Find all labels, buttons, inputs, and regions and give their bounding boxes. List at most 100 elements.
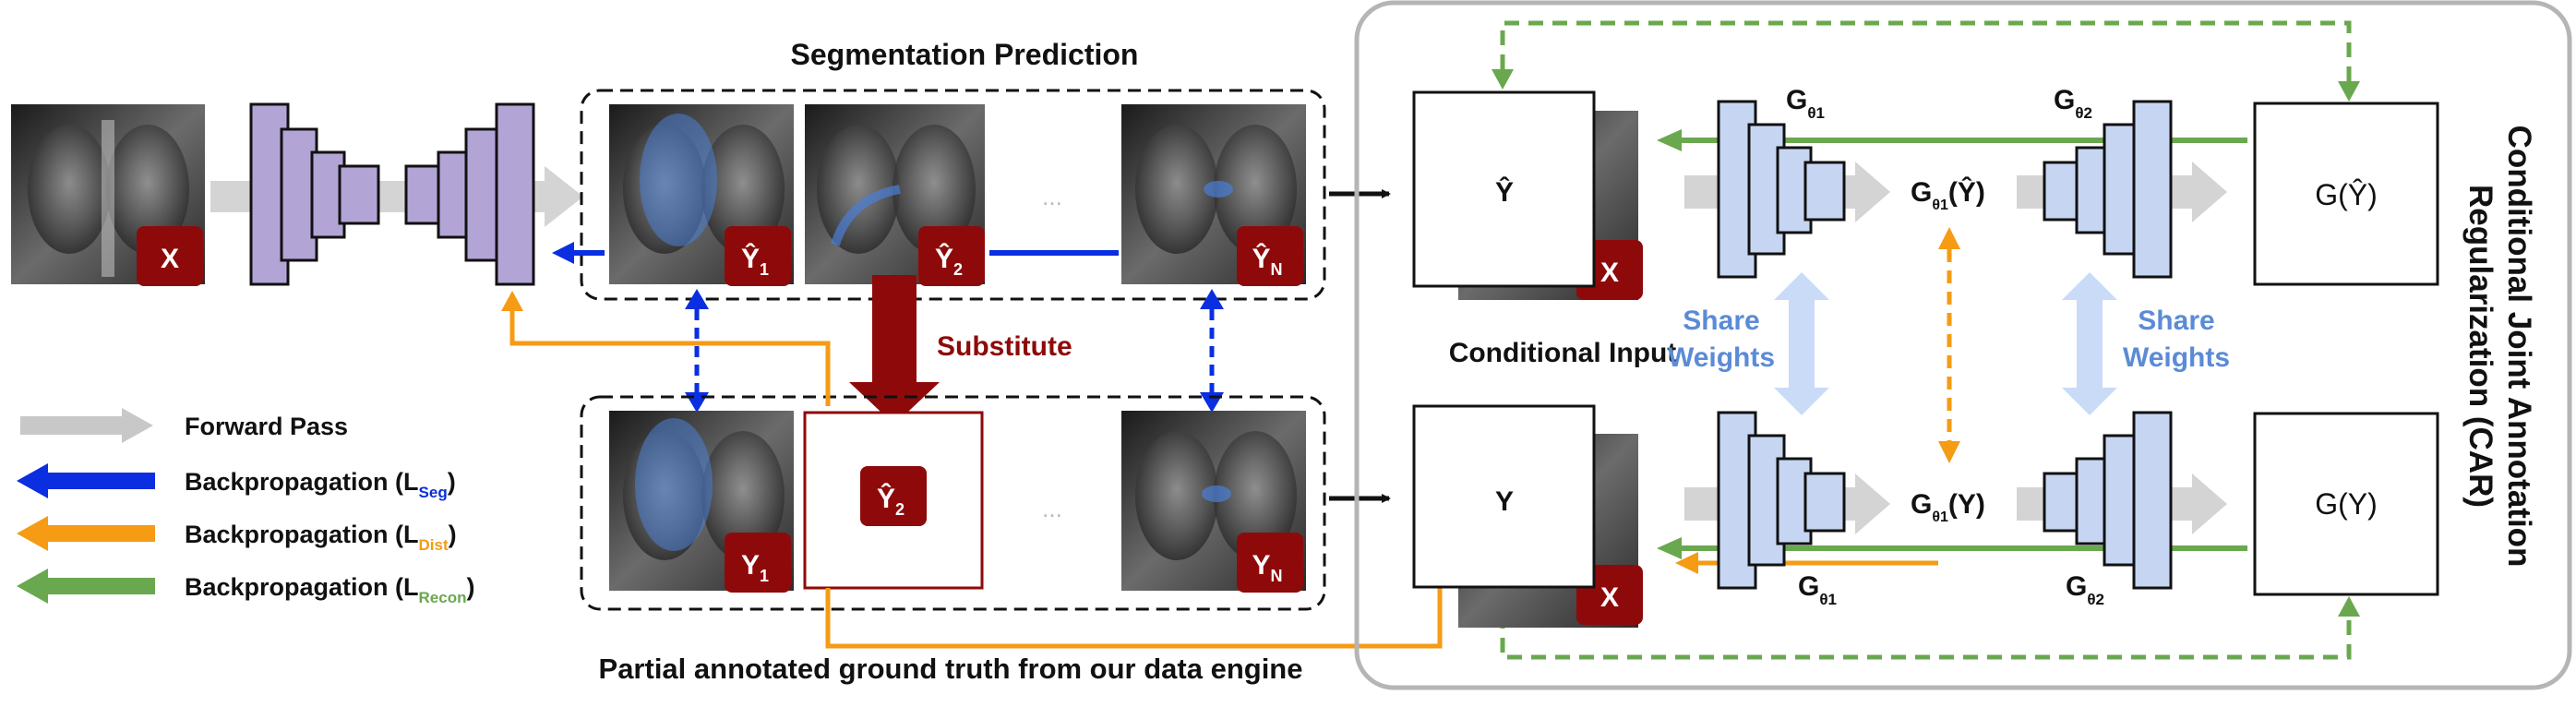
badge-yn-hat [1237, 226, 1303, 286]
g-yhat-label: G(Ŷ) [2315, 178, 2378, 211]
dist-arrow-icon [46, 525, 155, 542]
g-theta1-label-top: Gθ1 [1786, 85, 1825, 122]
badge-x-input [137, 226, 203, 286]
ground-truth-box [580, 395, 1326, 611]
car-y-label: Y [1495, 486, 1514, 517]
recon-loop-top [1500, 20, 2352, 81]
recon-arrowhead-icon [17, 569, 48, 604]
dist-dashed-arrowhead-down [1938, 441, 1960, 463]
legend-recon: Backpropagation (LRecon) [17, 569, 475, 606]
badge-yn-hat-text: ŶN [1252, 243, 1282, 279]
share-arrow-right-shaft [2077, 300, 2103, 388]
recon-arrowhead-bottom [1657, 537, 1682, 559]
pred-yn: ŶN [1121, 104, 1306, 286]
share-weights-left: Share Weights [1668, 272, 1829, 415]
badge-yn-text: YN [1252, 550, 1282, 585]
badge-x-input-text: X [161, 244, 179, 274]
car-forward-top-1-head [1855, 162, 1890, 222]
badge-y2-hat-text: Ŷ2 [935, 243, 963, 279]
legend-label-recon: Backpropagation (LRecon) [185, 573, 475, 606]
car-forward-bottom-1-head [1855, 473, 1890, 534]
recon-arrowhead-top-right [2338, 81, 2360, 102]
legend-seg: Backpropagation (LSeg) [17, 463, 456, 501]
dist-dashed-arrowhead-up [1938, 227, 1960, 249]
badge-yn [1237, 533, 1303, 593]
share-arrow-right-down [2062, 388, 2117, 415]
car-input-top: X Ŷ [1412, 90, 1643, 300]
badge-y1-hat-text: Ŷ1 [741, 243, 769, 279]
segmentation-prediction-title: Segmentation Prediction [791, 38, 1139, 71]
latent-label-bottom: Gθ1(Y) [1911, 489, 1985, 525]
gt-y2-substituted: Ŷ2 [803, 411, 984, 590]
dist-arrowhead-net [501, 291, 523, 311]
car-dec-top-4 [2132, 100, 2173, 279]
car-enc-top-4 [1803, 161, 1846, 222]
pred-yn-lung-left [1135, 125, 1218, 254]
legend: Forward Pass Backpropagation (LSeg) Back… [17, 408, 475, 606]
car-enc-bottom-4 [1803, 472, 1846, 533]
seg-dashed-arrowhead-down-yn [1200, 392, 1224, 413]
badge-x-car-top-text: X [1600, 258, 1619, 288]
gt-y1: Y1 [609, 411, 794, 593]
gt-yn-mask [1202, 485, 1231, 502]
car-title-line1: Conditional Joint Annotation [2501, 126, 2537, 568]
pred-y1-mask [640, 114, 717, 246]
substitute-label: Substitute [937, 331, 1072, 362]
car-title-line2: Regularization (CAR) [2462, 185, 2498, 508]
substitute-arrowhead [849, 382, 940, 425]
car-panel [1354, 0, 2572, 690]
ellipsis-bottom: ... [1042, 495, 1062, 522]
gt-yn-lung-right [1214, 431, 1297, 560]
car-input-bottom: X Y [1412, 404, 1643, 628]
forward-arrowhead-main [545, 166, 583, 227]
share-weights-right: Share Weights [2062, 272, 2230, 415]
recon-arrowhead-top [1657, 129, 1682, 151]
share-arrow-left-shaft [1789, 300, 1815, 388]
gt-y1-mask [635, 418, 713, 551]
badge-y2-hat [918, 226, 985, 286]
gt-yn-lung-left [1135, 431, 1218, 560]
dec-block-4 [495, 102, 535, 286]
g-yhat-box [2253, 102, 2439, 286]
pred-yn-mask [1204, 181, 1233, 198]
share-arrow-left-up [1774, 272, 1829, 300]
share-arrow-right-up [2062, 272, 2117, 300]
partial-gt-caption: Partial annotated ground truth from our … [599, 653, 1303, 685]
lung-right [106, 125, 189, 254]
car-encoder-top [1717, 100, 1846, 279]
seg-arrow-icon [46, 473, 155, 489]
forward-arrowhead-icon [122, 408, 153, 443]
lung-left [28, 125, 111, 254]
legend-label-forward: Forward Pass [185, 413, 348, 440]
seg-dashed-arrowhead-up-y1 [685, 289, 709, 309]
share-label-right-1: Share [2138, 306, 2214, 336]
recon-arrow-icon [46, 578, 155, 594]
dist-arrowhead-icon [17, 516, 48, 551]
seg-network [249, 102, 535, 286]
badge-y1-text: Y1 [741, 550, 769, 585]
car-decoder-top [2043, 100, 2173, 279]
car-encoder-bottom [1717, 411, 1846, 590]
badge-y2-sub [860, 466, 927, 526]
pred-yn-lung-right [1214, 125, 1297, 254]
badge-y2-sub-text: Ŷ2 [877, 483, 905, 519]
dist-arrowhead-car [1675, 552, 1698, 574]
share-label-left-1: Share [1683, 306, 1759, 336]
car-dec-bottom-4 [2132, 411, 2173, 590]
car-forward-top-2-head [2192, 162, 2227, 222]
segmentation-prediction-box [580, 89, 1326, 301]
badge-y1 [725, 533, 791, 593]
gt-yn: YN [1121, 411, 1306, 593]
legend-label-seg: Backpropagation (LSeg) [185, 468, 456, 501]
ellipsis-top: ... [1042, 183, 1062, 210]
pred-y2-lung-left [817, 125, 900, 254]
recon-arrowhead-bottom-right [2338, 596, 2360, 617]
pred-y2: Ŷ2 [805, 104, 985, 286]
input-xray: X [11, 104, 205, 286]
seg-arrowhead-to-net [552, 242, 574, 264]
badge-y1-hat [725, 226, 791, 286]
enc-block-4 [338, 164, 380, 225]
seg-dashed-arrowhead-up-yn [1200, 289, 1224, 309]
g-theta2-label-top: Gθ2 [2054, 85, 2092, 122]
